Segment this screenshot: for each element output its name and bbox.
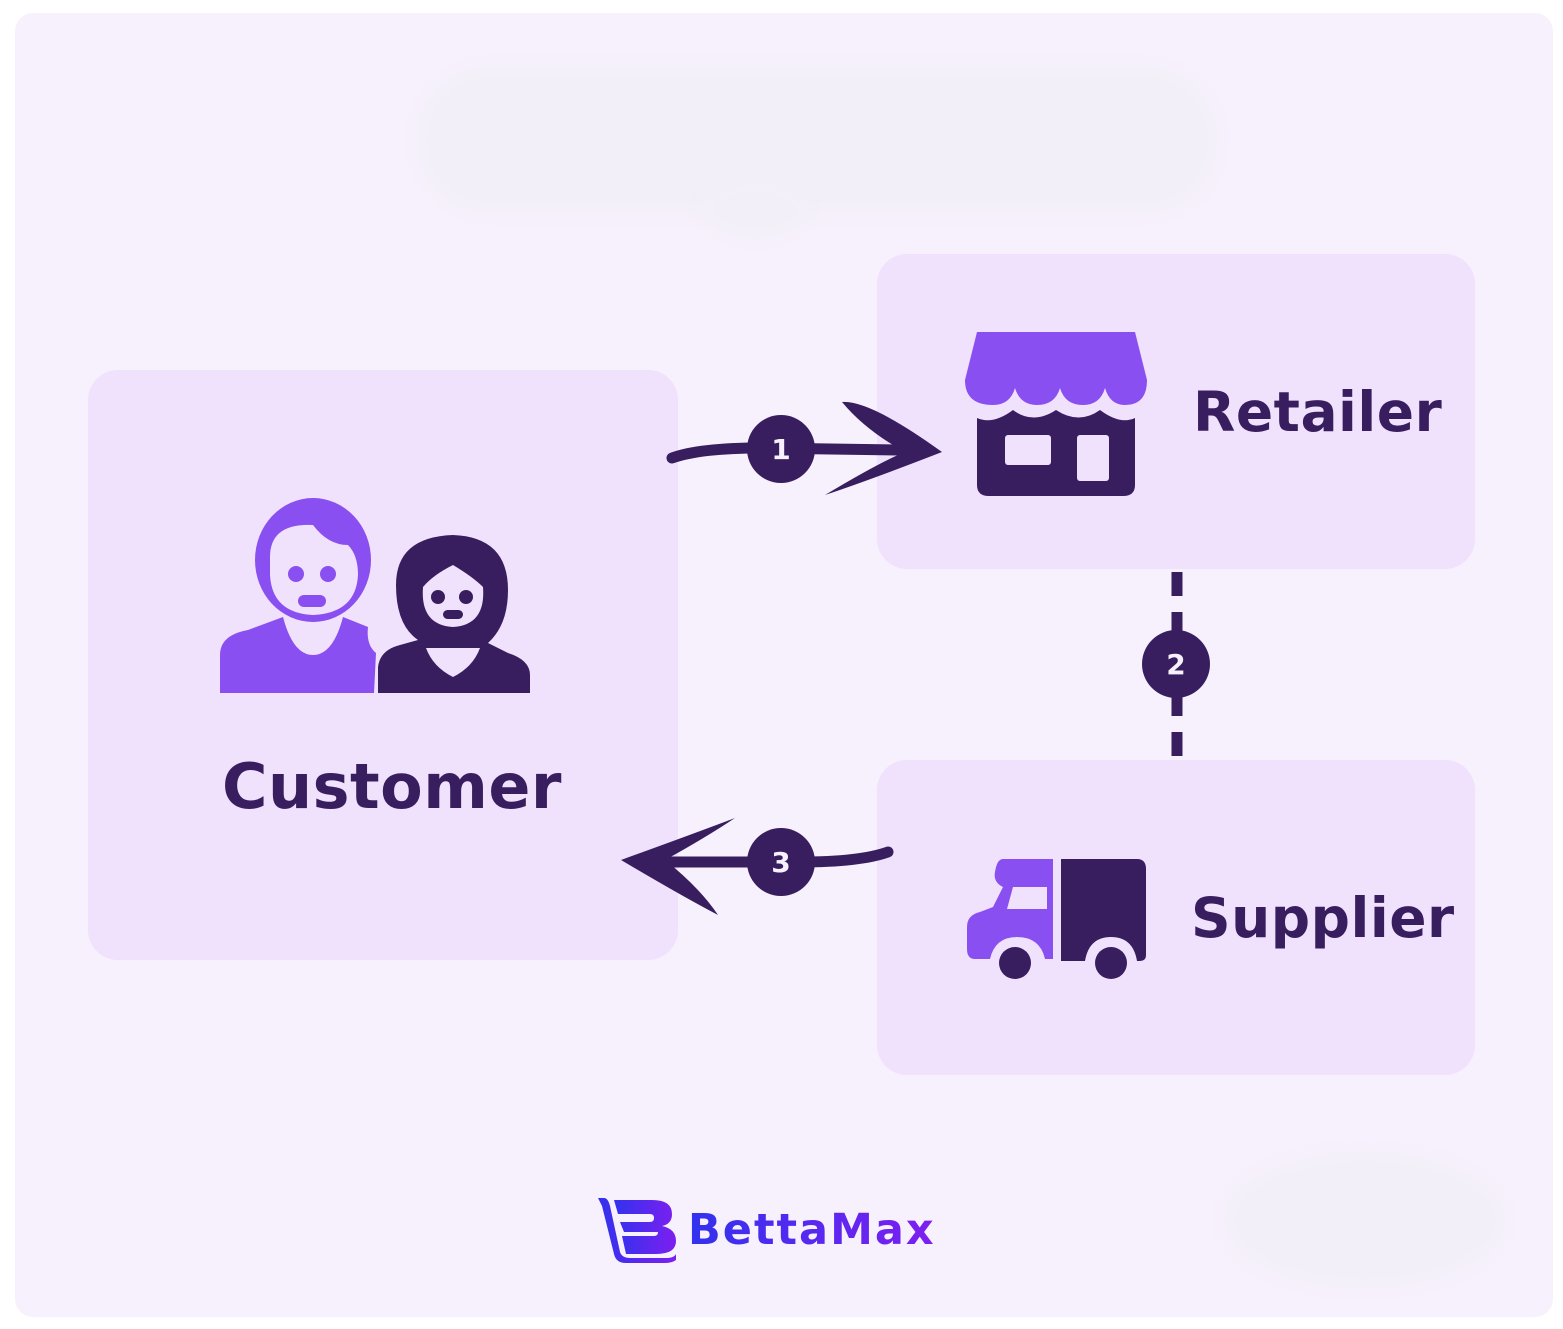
- logo-text: BettaMax: [688, 1205, 936, 1255]
- customer-label: Customer: [222, 750, 563, 823]
- blurred-corner-area: [1222, 1150, 1507, 1290]
- step-badge-1: 1: [747, 415, 815, 483]
- step-badge-2: 2: [1142, 630, 1210, 698]
- retailer-node: [877, 254, 1475, 569]
- step-badge-3: 3: [747, 828, 815, 896]
- supplier-label: Supplier: [1191, 886, 1455, 950]
- people-icon: [220, 498, 530, 693]
- bettamax-logo: BettaMax: [596, 1195, 936, 1265]
- bettamax-logo-icon: [598, 1198, 676, 1263]
- blurred-title-area-tail: [700, 180, 810, 240]
- storefront-icon: [965, 332, 1147, 496]
- delivery-truck-icon: [967, 859, 1146, 979]
- retailer-label: Retailer: [1193, 380, 1443, 444]
- blurred-title-area: [415, 65, 1220, 215]
